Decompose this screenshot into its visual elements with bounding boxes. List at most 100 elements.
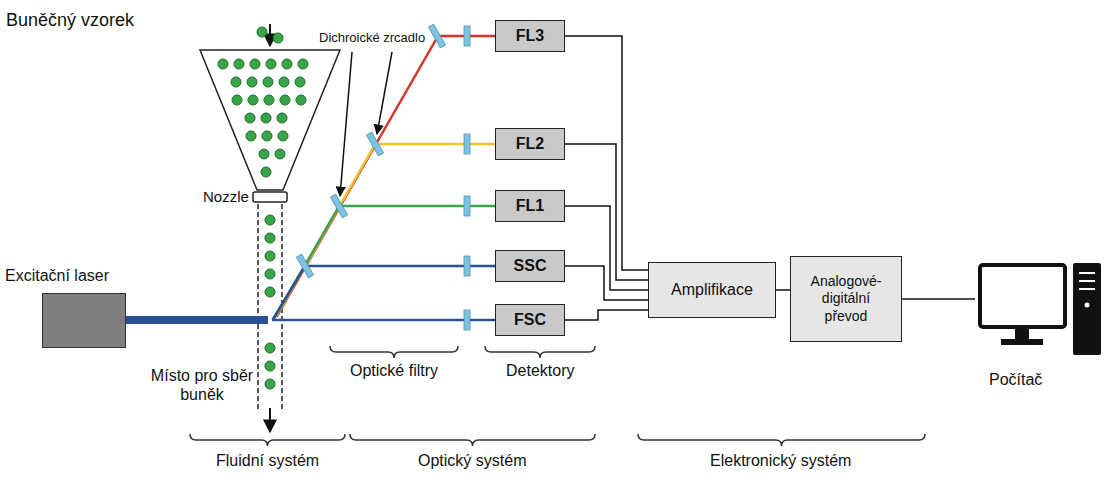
cell — [265, 287, 275, 297]
detector-name: SSC — [514, 257, 547, 275]
cell — [265, 251, 275, 261]
cell — [259, 149, 269, 159]
cell — [262, 131, 272, 141]
yellow-branch — [375, 143, 495, 146]
signal-wire — [902, 298, 975, 300]
cell — [265, 379, 275, 389]
optical-filter — [464, 196, 470, 216]
monitor — [980, 265, 1065, 327]
flow-tube-wall — [257, 204, 259, 410]
cell — [295, 77, 305, 87]
detector-name: FL1 — [516, 197, 544, 215]
cells — [218, 27, 308, 389]
box-label: Analogové-digitální převod — [800, 273, 892, 326]
brackets — [190, 346, 925, 446]
detector-box: FL1 — [495, 190, 565, 222]
signal-wire — [565, 310, 648, 320]
cell — [266, 59, 276, 69]
cell — [265, 269, 275, 279]
leader-arrow — [340, 52, 352, 196]
nozzle — [253, 192, 287, 202]
part-label: Fluidní systém — [216, 452, 319, 470]
part-label: Nozzle — [203, 188, 249, 205]
amplifier-box: Amplifikace — [648, 262, 776, 318]
cell — [265, 233, 275, 243]
signal-wire — [565, 266, 648, 300]
cell — [265, 215, 275, 225]
cell — [296, 95, 306, 105]
detector-box: FL3 — [495, 20, 565, 52]
dichroic-mirror — [428, 24, 445, 48]
caption: Počítač — [989, 371, 1042, 389]
cell — [273, 33, 283, 43]
sample-arrow — [269, 24, 271, 46]
optical-filters — [464, 26, 470, 330]
cell — [264, 95, 274, 105]
detector-name: FSC — [514, 311, 546, 329]
detector-box: FSC — [495, 304, 565, 336]
monitor-stand — [1015, 327, 1029, 341]
signal-wire — [565, 206, 648, 290]
drive-slot — [1079, 280, 1095, 282]
cell — [250, 59, 260, 69]
cell — [234, 59, 244, 69]
drive-slot — [1079, 272, 1095, 274]
drive-slot — [1079, 288, 1095, 290]
dichroic-mirror — [296, 254, 313, 278]
cell — [261, 167, 271, 177]
dichroic-mirrors — [296, 24, 445, 278]
funnel — [200, 50, 340, 190]
part-label: Dichroické zrcadlo — [319, 30, 425, 45]
cell — [245, 113, 255, 123]
part-label: Buněčný vzorek — [6, 10, 134, 31]
cell — [257, 27, 267, 37]
part-label: Optický systém — [418, 452, 526, 470]
cell — [232, 95, 242, 105]
computer-icon: Počítač — [975, 255, 1107, 395]
computer-drawing — [975, 255, 1107, 367]
signal-wire — [776, 289, 790, 291]
cell — [265, 361, 275, 371]
laser-box: Excitační laser — [42, 293, 126, 348]
part-label: Místo pro sběr buněk — [150, 366, 254, 404]
part-label: Optické filtry — [350, 362, 438, 380]
optical-filter — [464, 310, 470, 330]
cell — [279, 77, 289, 87]
tower — [1073, 263, 1101, 355]
part-label: Detektory — [506, 362, 574, 380]
cell — [277, 113, 287, 123]
collection-arrow — [269, 408, 271, 432]
cell — [248, 95, 258, 105]
cell — [280, 95, 290, 105]
cell — [231, 77, 241, 87]
optical-filter — [464, 256, 470, 276]
bracket — [190, 434, 345, 446]
power-button — [1085, 303, 1090, 308]
part-label: Elektronický systém — [710, 452, 851, 470]
detector-name: FL2 — [516, 135, 544, 153]
detector-name: FL3 — [516, 27, 544, 45]
cell — [282, 59, 292, 69]
fsc-beam — [272, 319, 495, 322]
bracket — [485, 346, 595, 358]
caption: Excitační laser — [5, 267, 109, 285]
blue-light — [273, 266, 306, 320]
detector-box: SSC — [495, 250, 565, 282]
cell — [261, 113, 271, 123]
cell — [218, 59, 228, 69]
cell — [247, 77, 257, 87]
cell — [275, 149, 285, 159]
optical-filter — [464, 134, 470, 154]
detector-box: FL2 — [495, 128, 565, 160]
green-branch — [339, 205, 495, 208]
adc-box: Analogové-digitální převod — [790, 256, 902, 342]
bracket — [330, 346, 458, 358]
cell — [246, 131, 256, 141]
bracket — [638, 434, 925, 446]
leader-arrow — [377, 52, 392, 134]
signal-wire — [565, 36, 648, 270]
dichroic-mirror — [366, 132, 383, 156]
